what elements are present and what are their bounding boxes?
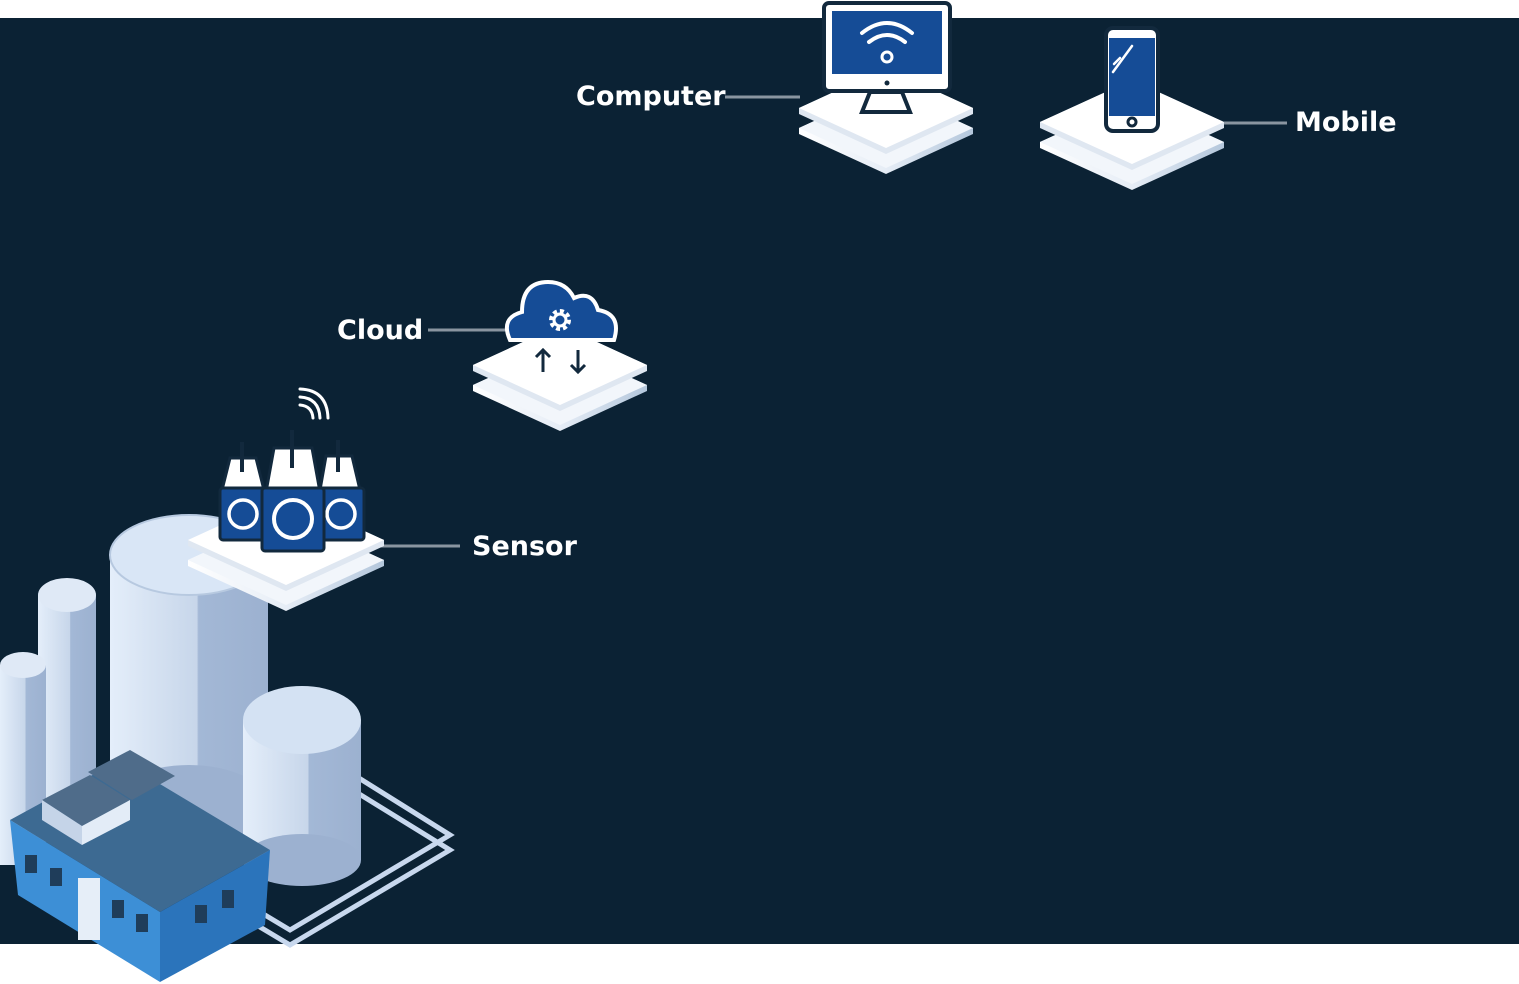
wireless-signal-icon xyxy=(298,387,330,420)
cloud-label: Cloud xyxy=(337,315,423,346)
upload-download-arrows-icon xyxy=(534,347,587,375)
mobile-label: Mobile xyxy=(1295,107,1397,138)
platforms xyxy=(473,68,1224,431)
sensor-label: Sensor xyxy=(472,531,578,562)
smartphone-icon xyxy=(1104,26,1160,133)
monitor-wifi-icon xyxy=(822,1,952,114)
computer-label: Computer xyxy=(576,81,726,112)
sensor-devices-icon xyxy=(218,430,366,553)
platform-top xyxy=(473,325,647,405)
industrial-plant-illustration xyxy=(0,514,455,982)
cloud-platform xyxy=(473,325,647,431)
cloud-gear-icon xyxy=(505,279,618,342)
